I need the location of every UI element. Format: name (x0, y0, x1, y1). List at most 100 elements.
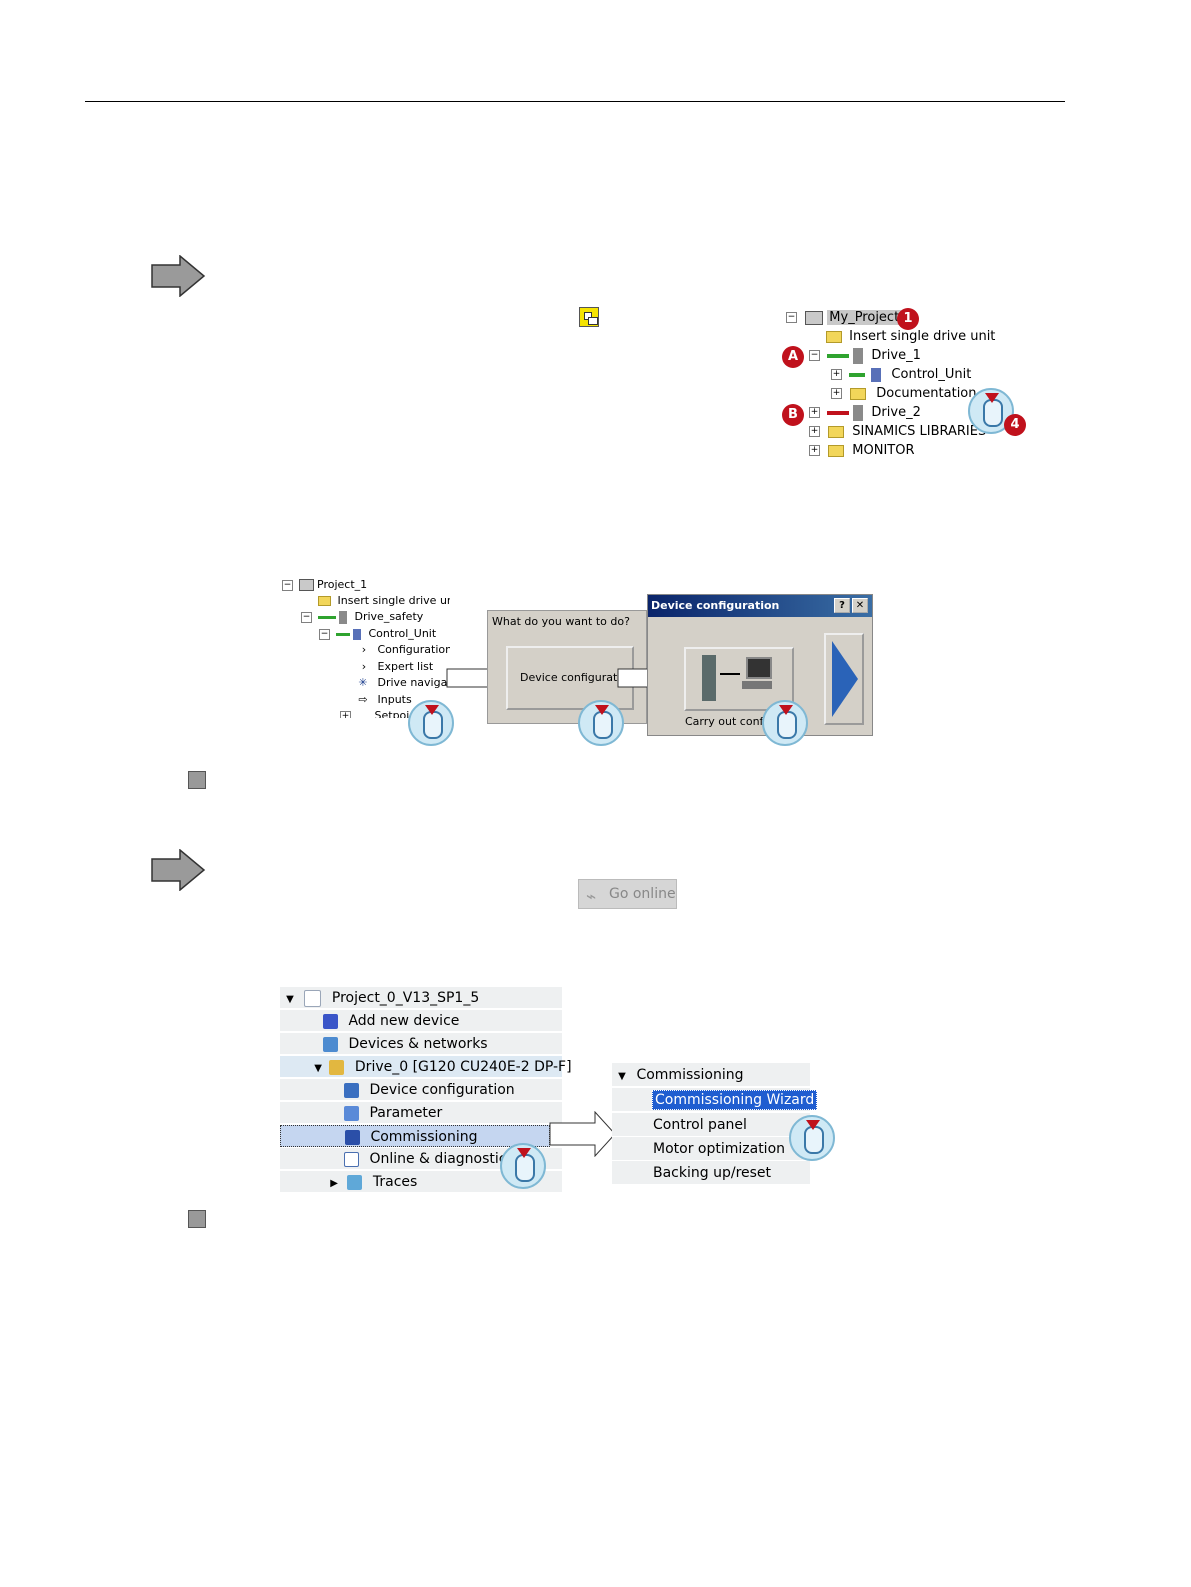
tree-label: Add new device (348, 1013, 460, 1029)
tree-item-drive[interactable]: ▼ Drive_0 [G120 CU240E-2 DP-F] (280, 1056, 572, 1078)
tree-item-project[interactable]: − My_Project (786, 308, 902, 327)
menu-item-motor-optimization[interactable]: Motor optimization (612, 1137, 810, 1161)
connected-icon (849, 372, 866, 377)
tree-item-expert-list[interactable]: › Expert list (358, 659, 433, 675)
menu-item-label: Commissioning Wizard (652, 1090, 818, 1110)
expand-icon[interactable]: + (831, 369, 842, 380)
step-arrow-icon (151, 255, 206, 297)
commissioning-icon (345, 1129, 360, 1145)
close-button[interactable]: ✕ (852, 598, 868, 613)
tree-item-insert[interactable]: Insert single drive unit (826, 327, 995, 346)
tree-label: Setpoi (374, 709, 410, 718)
tree-label: Control_Unit (368, 627, 437, 640)
tree-label: Drive_1 (871, 348, 921, 363)
chevron-right-icon: › (361, 643, 367, 656)
tree-label: Documentation (876, 386, 977, 401)
tree-item-online-diagnostics[interactable]: Online & diagnostics (280, 1148, 562, 1170)
tree-item-monitor[interactable]: + MONITOR (809, 441, 915, 460)
menu-header[interactable]: ▼ Commissioning (612, 1063, 810, 1087)
tree-item-documentation[interactable]: + Documentation (831, 384, 977, 403)
tree-item-device-configuration[interactable]: Device configuration (280, 1079, 562, 1101)
flow-arrow-icon (549, 1111, 616, 1157)
tree-item-configuration[interactable]: › Configuration (358, 642, 450, 658)
end-marker-icon (188, 771, 206, 789)
tree-label: Drive_safety (354, 610, 424, 623)
device-configuration-button[interactable]: Device configuratio (506, 646, 634, 710)
project-icon (304, 989, 322, 1007)
tree-label: Insert single drive unit (337, 594, 451, 607)
tree-item-drive-navigator[interactable]: ✳ Drive navigato (356, 675, 450, 691)
tree-item-libraries[interactable]: + SINAMICS LIBRARIES (809, 422, 986, 441)
help-button[interactable]: ? (834, 598, 850, 613)
mouse-click-icon (789, 1115, 835, 1161)
expand-icon[interactable]: + (809, 407, 820, 418)
drive-icon (853, 347, 864, 364)
tree-label: Project_1 (317, 578, 368, 591)
tree-item-insert[interactable]: Insert single drive unit (318, 593, 450, 609)
tree-item-drive[interactable]: − Drive_safety (301, 609, 423, 625)
play-arrow-icon (832, 641, 858, 717)
callout-badge: 4 (1004, 414, 1026, 436)
collapse-icon[interactable]: − (282, 579, 293, 591)
collapse-icon[interactable]: − (319, 628, 330, 640)
tree-item-project[interactable]: − Project_1 (282, 577, 367, 593)
menu-item-commissioning-wizard[interactable]: Commissioning Wizard (612, 1088, 818, 1112)
tia-project-tree: ▼ Project_0_V13_SP1_5 Add new device Dev… (280, 987, 572, 1193)
tree-item-traces[interactable]: ▶ Traces (280, 1171, 562, 1193)
menu-item-label: Backing up/reset (653, 1165, 772, 1181)
menu-item-label: Control panel (653, 1117, 747, 1133)
tree-item-commissioning[interactable]: Commissioning (280, 1125, 550, 1147)
tree-item-drive1[interactable]: − Drive_1 (809, 346, 921, 365)
add-device-icon (323, 1013, 338, 1029)
dialog-title: Device configuration (648, 595, 872, 617)
toolbar-project-icon[interactable] (579, 307, 599, 327)
tree-label: Expert list (377, 660, 434, 673)
navigator-icon: ✳ (358, 676, 368, 689)
menu-item-backup-reset[interactable]: Backing up/reset (612, 1161, 810, 1185)
tree-item-devices-networks[interactable]: Devices & networks (280, 1033, 562, 1055)
commissioning-menu: ▼ Commissioning Commissioning Wizard Con… (612, 1063, 818, 1185)
insert-folder-icon (826, 330, 842, 343)
mouse-click-icon (500, 1143, 546, 1189)
folder-icon (850, 387, 867, 400)
collapse-icon[interactable]: − (301, 611, 312, 623)
tree-label: Drive navigato (377, 676, 451, 689)
tree-label: Configuration (377, 643, 451, 656)
tree-label: Device configuration (369, 1082, 515, 1098)
callout-badge: 1 (897, 308, 919, 330)
menu-item-control-panel[interactable]: Control panel (612, 1113, 810, 1137)
plug-icon: ⌁ (586, 887, 597, 907)
tree-label: Control_Unit (891, 367, 972, 382)
next-button[interactable] (824, 633, 864, 725)
tree-item-control-unit[interactable]: + Control_Unit (831, 365, 971, 384)
arrow-left-icon (720, 673, 740, 675)
tree-label: Insert single drive unit (849, 329, 996, 344)
collapse-icon[interactable]: − (809, 350, 820, 361)
triangle-down-icon: ▼ (618, 1071, 626, 1082)
disconnected-icon (827, 410, 850, 415)
tree-item-project[interactable]: ▼ Project_0_V13_SP1_5 (280, 987, 562, 1009)
parameter-icon (344, 1105, 359, 1121)
callout-badge: A (782, 346, 804, 368)
connected-icon (335, 632, 350, 636)
drive-icon (853, 404, 864, 421)
go-online-button[interactable]: ⌁ Go online (578, 879, 677, 909)
device-configuration-dialog: Device configuration ? ✕ Carry out confi… (647, 594, 873, 736)
tree-item-parameter[interactable]: Parameter (280, 1102, 562, 1124)
expand-icon[interactable]: + (809, 445, 820, 456)
carry-out-configuration-button[interactable] (684, 647, 794, 711)
tree-item-add-device[interactable]: Add new device (280, 1010, 562, 1032)
expand-icon[interactable]: + (809, 426, 820, 437)
mouse-click-icon (408, 700, 454, 746)
end-marker-icon (188, 1210, 206, 1228)
expand-icon[interactable]: + (340, 710, 351, 718)
tree-item-control-unit[interactable]: − Control_Unit (319, 626, 436, 642)
drive-folder-icon (329, 1059, 345, 1075)
tree-item-inputs[interactable]: ⇨ Inputs (356, 692, 411, 708)
dialog-question: What do you want to do? (492, 615, 630, 628)
tree-item-setpoint[interactable]: + Setpoi (340, 708, 409, 718)
tree-label: Project_0_V13_SP1_5 (331, 990, 480, 1006)
collapse-icon[interactable]: − (786, 312, 797, 323)
expand-icon[interactable]: + (831, 388, 842, 399)
tree-item-drive2[interactable]: + Drive_2 (809, 403, 921, 422)
